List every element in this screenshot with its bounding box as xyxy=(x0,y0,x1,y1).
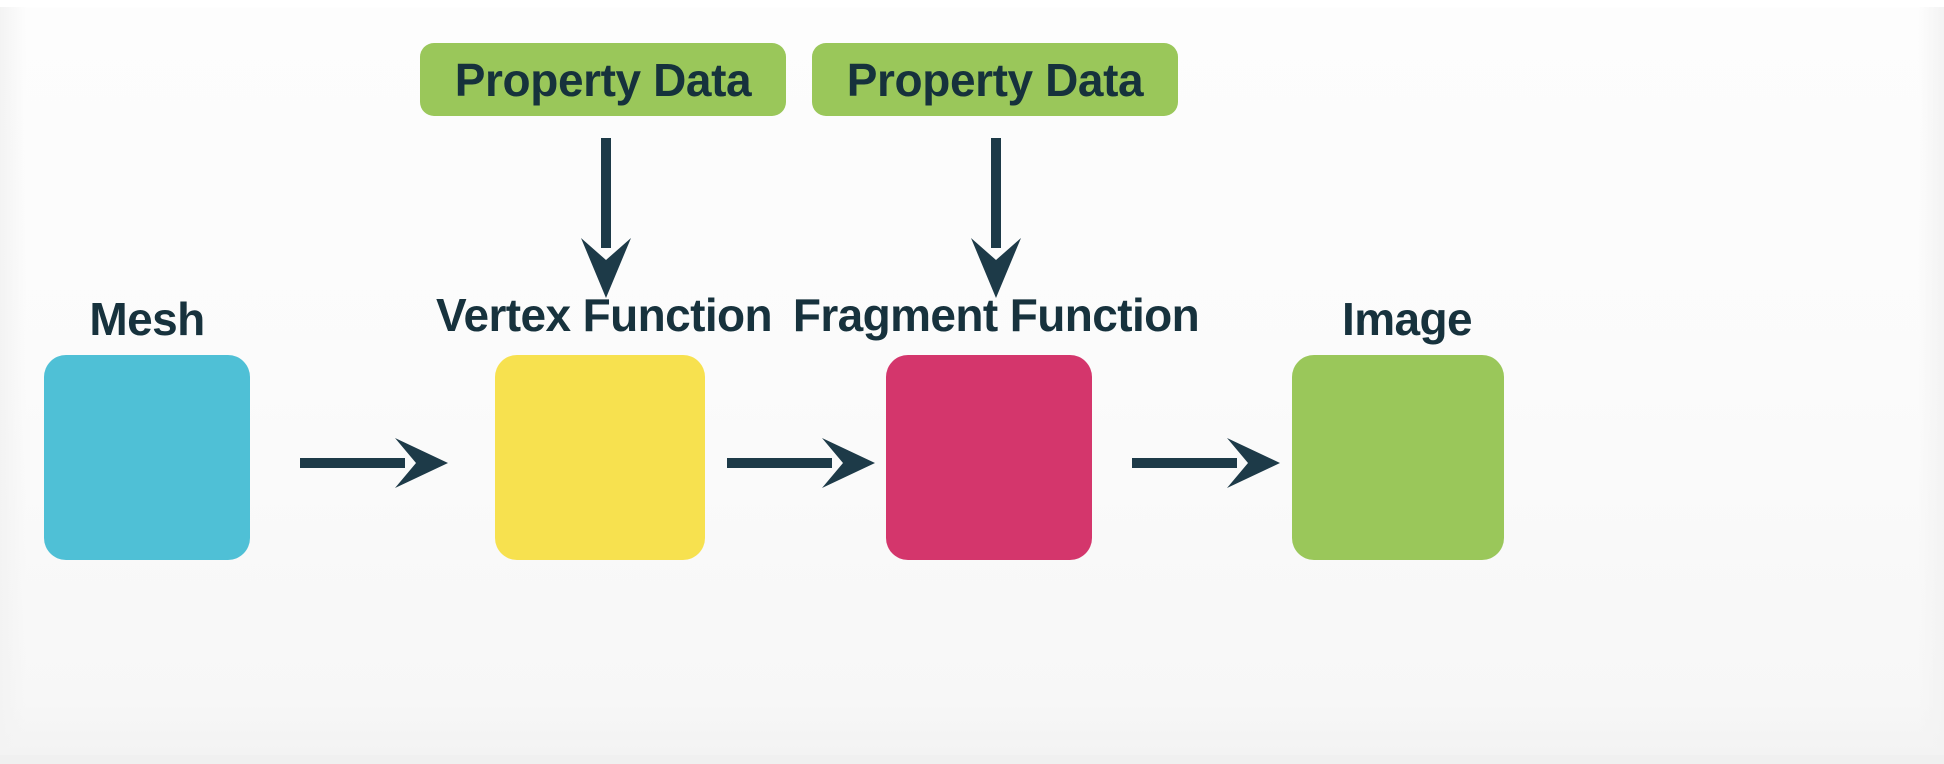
flow-arrow-mesh-to-vertex xyxy=(300,438,448,488)
property-data-pill-fragment-label: Property Data xyxy=(846,53,1144,106)
stage-label-vertex-function: Vertex Function xyxy=(435,289,773,341)
stage-label-fragment-function: Fragment Function xyxy=(792,289,1200,341)
stage-label-mesh: Mesh xyxy=(89,293,205,345)
flow-arrow-vertex-to-fragment xyxy=(727,438,875,488)
stage-box-vertex-function[interactable] xyxy=(495,355,705,560)
background-bottom-strip xyxy=(0,755,1944,764)
stage-box-mesh[interactable] xyxy=(44,355,250,560)
feed-arrow-down-fragment xyxy=(971,138,1021,298)
stage-box-fragment-function[interactable] xyxy=(886,355,1092,560)
property-data-pill-vertex[interactable]: Property Data xyxy=(420,43,786,116)
background-left-edge xyxy=(0,0,26,764)
flow-arrow-fragment-to-image xyxy=(1132,438,1280,488)
background-top-strip xyxy=(0,0,1944,7)
background-right-edge xyxy=(1918,0,1944,764)
stage-box-image[interactable] xyxy=(1292,355,1504,560)
stage-label-image: Image xyxy=(1342,293,1473,345)
property-data-pill-fragment[interactable]: Property Data xyxy=(812,43,1178,116)
feed-arrow-down-vertex xyxy=(581,138,631,298)
property-data-pill-vertex-label: Property Data xyxy=(454,53,752,106)
